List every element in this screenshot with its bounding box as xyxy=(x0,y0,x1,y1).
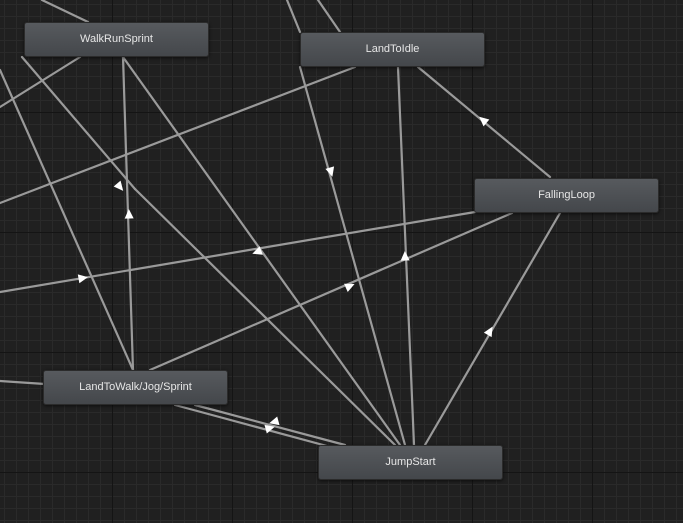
transition-line[interactable] xyxy=(0,210,477,294)
transition-arrow-icon xyxy=(252,246,263,255)
transition-line[interactable] xyxy=(285,0,302,34)
transition-arrow-icon xyxy=(400,251,410,261)
transition-arrow-icon xyxy=(77,274,88,284)
transition-line[interactable] xyxy=(0,379,47,386)
transition-line[interactable] xyxy=(40,0,90,24)
transition-line[interactable] xyxy=(148,211,514,372)
transition-arrow-icon xyxy=(113,180,124,191)
transition-arrow-icon xyxy=(124,209,134,219)
transition-line[interactable] xyxy=(133,187,397,447)
state-land-to-idle[interactable]: LandToIdle xyxy=(300,32,485,67)
transition-line[interactable] xyxy=(193,403,347,447)
transition-arrow-icon xyxy=(479,116,490,127)
transition-line[interactable] xyxy=(173,403,340,451)
state-land-to-walk-jog-sprint[interactable]: LandToWalk/Jog/Sprint xyxy=(43,370,228,405)
transition-line[interactable] xyxy=(20,55,137,191)
transition-line[interactable] xyxy=(298,65,407,447)
transition-line[interactable] xyxy=(423,211,562,447)
transition-arrow-icon xyxy=(344,283,355,292)
transition-line[interactable] xyxy=(316,0,342,34)
transition-arrow-icon xyxy=(483,326,493,338)
transition-line[interactable] xyxy=(0,68,135,372)
state-falling-loop[interactable]: FallingLoop xyxy=(474,178,659,213)
transition-arrow-icon xyxy=(264,424,275,434)
transition-arrow-icon xyxy=(325,166,335,177)
transition-line[interactable] xyxy=(121,55,402,447)
transition-arrow-icon xyxy=(269,416,280,426)
transition-line[interactable] xyxy=(0,65,357,205)
state-jump-start[interactable]: JumpStart xyxy=(318,445,503,480)
state-walk-run-sprint[interactable]: WalkRunSprint xyxy=(24,22,209,57)
